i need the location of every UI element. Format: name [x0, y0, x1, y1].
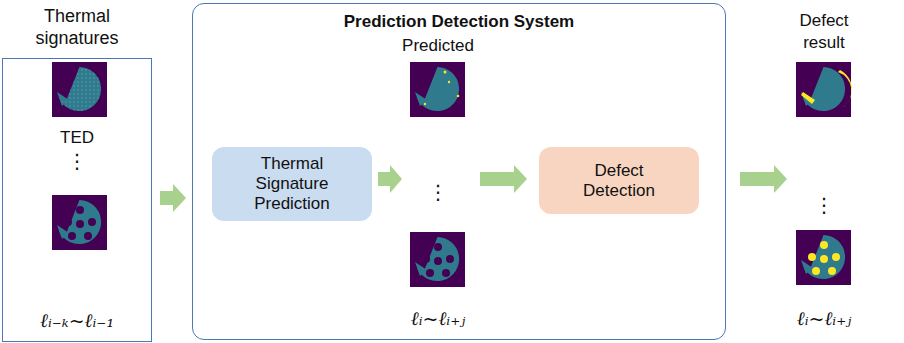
group-title: Prediction Detection System	[193, 12, 725, 32]
box-label: Thermal Signature Prediction	[240, 154, 345, 214]
flow-arrow	[160, 184, 186, 212]
process-box: Defect Detection	[539, 147, 699, 214]
caption-text: ⋮	[380, 180, 496, 204]
predicted-image	[410, 62, 465, 117]
caption-text: ⋮	[3, 149, 151, 173]
thermal-image	[52, 195, 107, 250]
column-heading: Thermal signatures	[13, 5, 141, 49]
caption-text: Defect result	[784, 10, 864, 54]
caption-text: ℓᵢ~ℓᵢ₊ⱼ	[764, 307, 884, 330]
predicted-image	[410, 232, 465, 287]
caption-text: ℓᵢ~ℓᵢ₊ⱼ	[380, 307, 496, 330]
caption-text: ⋮	[764, 193, 884, 217]
defect-image	[796, 62, 852, 117]
group-box: Thermal signaturesTED⋮ℓᵢ₋ₖ~ℓᵢ₋₁	[2, 58, 152, 342]
process-box: Thermal Signature Prediction	[212, 147, 372, 221]
caption-text: TED	[3, 128, 151, 148]
box-label: Defect Detection	[574, 161, 664, 201]
caption-text: ℓᵢ₋ₖ~ℓᵢ₋₁	[3, 309, 151, 332]
defect-image	[796, 230, 851, 285]
caption-text: Predicted	[380, 36, 496, 56]
thermal-image	[52, 62, 107, 117]
